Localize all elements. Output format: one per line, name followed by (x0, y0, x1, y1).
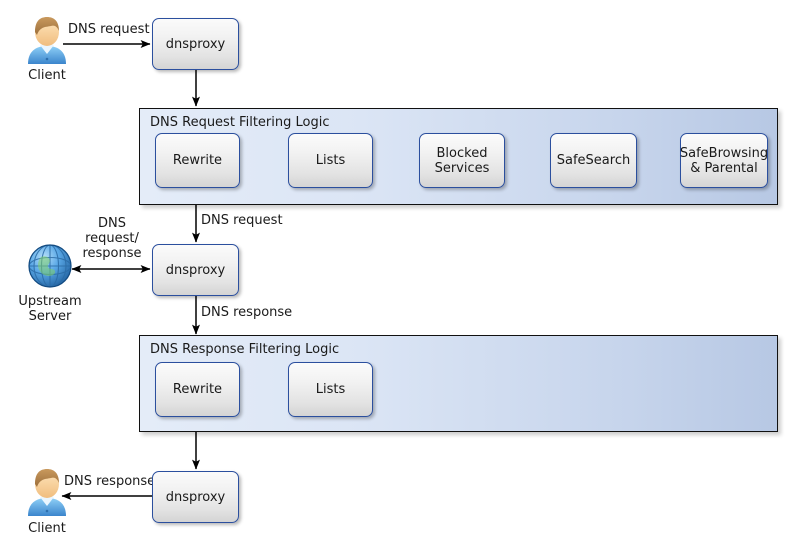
request-group-title: DNS Request Filtering Logic (150, 115, 330, 130)
response-group-title: DNS Response Filtering Logic (150, 342, 340, 357)
stage-safesearch[interactable]: SafeSearch (550, 133, 637, 188)
label-proxy-to-response-group: DNS response (201, 305, 293, 320)
globe-icon (24, 240, 76, 292)
stage-label: Lists (315, 382, 346, 397)
label-upstream-exchange: DNS request/ response (82, 216, 142, 261)
dnsproxy-bottom-label: dnsproxy (165, 489, 226, 505)
dnsproxy-bottom-box[interactable]: dnsproxy (152, 471, 239, 523)
stage-label: SafeBrowsing & Parental (679, 145, 769, 176)
stage-lists-request[interactable]: Lists (288, 133, 373, 188)
user-icon (20, 14, 74, 66)
stage-safebrowsing-parental[interactable]: SafeBrowsing & Parental (680, 133, 768, 188)
stage-label: SafeSearch (556, 153, 631, 168)
stage-rewrite-request[interactable]: Rewrite (155, 133, 240, 188)
stage-label: Blocked Services (434, 145, 490, 176)
dnsproxy-top-box[interactable]: dnsproxy (152, 18, 239, 70)
stage-blocked-services[interactable]: Blocked Services (419, 133, 505, 188)
dnsproxy-mid-box[interactable]: dnsproxy (152, 244, 239, 296)
user-icon (20, 466, 74, 518)
client-top-caption: Client (28, 68, 66, 83)
upstream-server-caption: Upstream Server (18, 294, 82, 324)
dnsproxy-top-label: dnsproxy (165, 36, 226, 52)
label-client-to-proxy: DNS request (68, 22, 150, 37)
stage-rewrite-response[interactable]: Rewrite (155, 362, 240, 417)
label-proxy-to-client: DNS response (64, 474, 156, 489)
label-request-group-to-proxy: DNS request (201, 213, 283, 228)
stage-lists-response[interactable]: Lists (288, 362, 373, 417)
dns-response-filtering-group: DNS Response Filtering Logic (139, 335, 778, 432)
client-bottom-caption: Client (28, 521, 66, 536)
stage-label: Rewrite (172, 382, 223, 397)
stage-label: Lists (315, 153, 346, 168)
dnsproxy-mid-label: dnsproxy (165, 262, 226, 278)
stage-label: Rewrite (172, 153, 223, 168)
